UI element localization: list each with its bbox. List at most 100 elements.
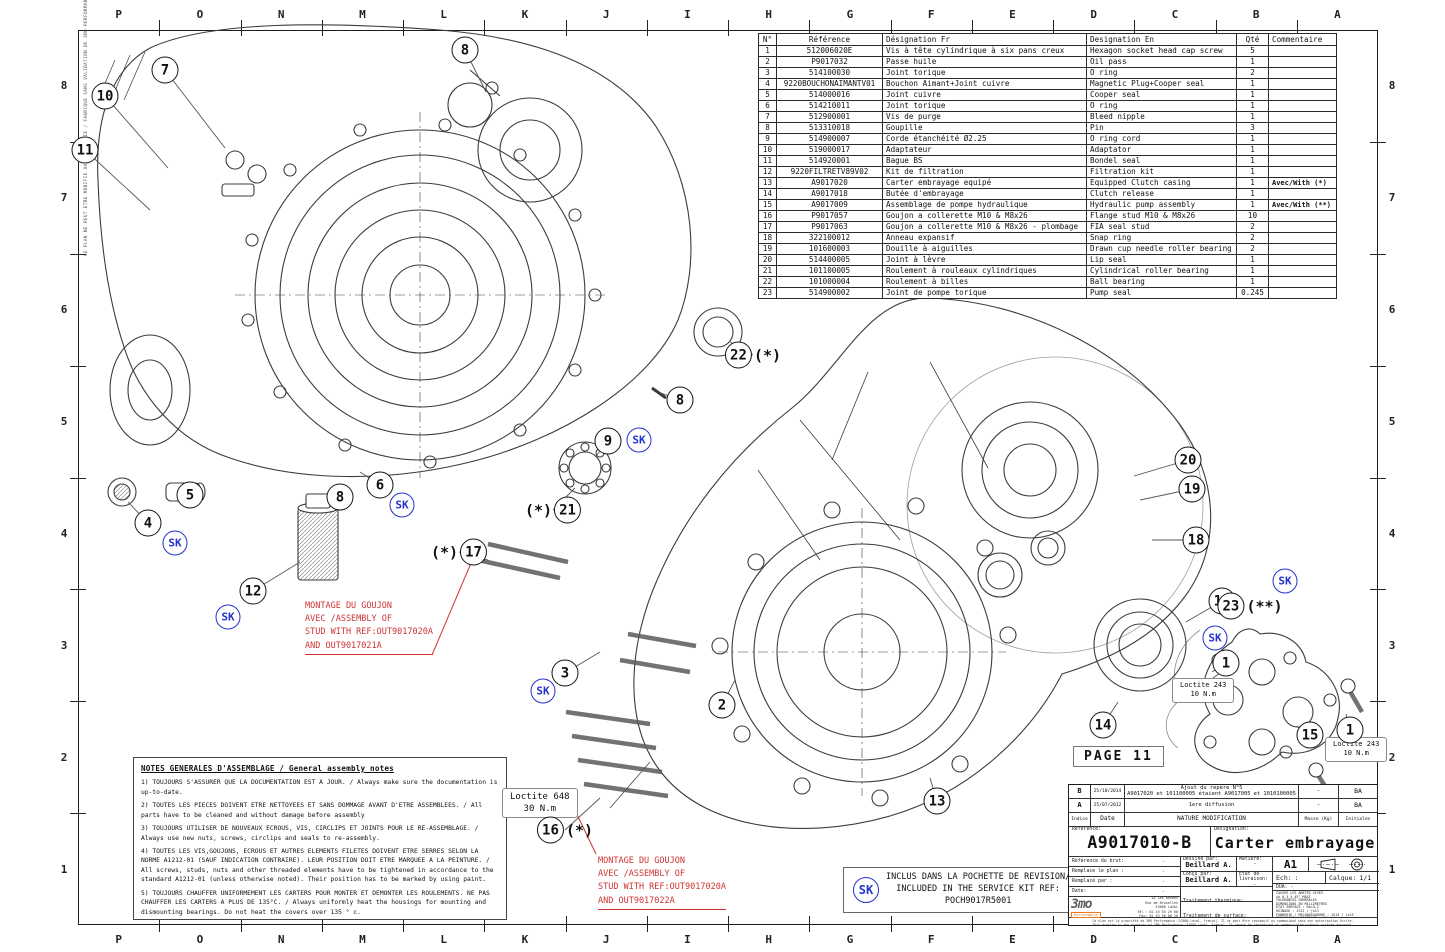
part-cell: Goujon a collerette M10 & M8x26 — [882, 210, 1087, 222]
frame-tick — [1370, 813, 1386, 815]
callout-balloon: 11 — [71, 136, 99, 164]
grid-column-label: K — [521, 7, 529, 21]
col-comment: Commentaire — [1268, 33, 1337, 46]
part-cell — [1268, 166, 1337, 178]
callout-balloon: 1 — [1212, 649, 1240, 677]
part-cell — [1268, 232, 1337, 244]
callout-balloon: 12 — [239, 577, 267, 605]
callout-balloon: 17 — [460, 538, 488, 566]
address-line: 53000 LAVAL — [1155, 905, 1178, 910]
callout: 15 — [1296, 721, 1324, 749]
red-annotation-line: MONTAGE DU GOUJON — [598, 856, 685, 866]
loctite-line: Loctite 243 — [1333, 740, 1380, 748]
sk-marker: SK — [389, 492, 415, 518]
part-cell: 13 — [758, 177, 777, 189]
red-annotation-line: AVEC /ASSEMBLY OF — [598, 869, 685, 880]
part-cell — [1268, 133, 1337, 145]
part-cell — [1268, 67, 1337, 79]
part-cell: 19 — [758, 243, 777, 255]
part-cell: 1 — [1236, 56, 1269, 68]
grid-row-label: 6 — [60, 303, 68, 317]
part-cell: Anneau expansif — [882, 232, 1087, 244]
sk-legend-text: INCLUS DANS LA POCHETTE DE REVISION/ INC… — [886, 872, 1071, 906]
callout-balloon: 6 — [366, 471, 394, 499]
part-cell: 22 — [758, 276, 777, 288]
fine-print-line: This drawing is the property of 3MO Perf… — [1092, 923, 1354, 926]
sk-marker: SK — [215, 604, 241, 630]
frame-tick — [646, 20, 648, 36]
part-cell — [1268, 221, 1337, 233]
part-cell: Butée d'embrayage — [882, 188, 1087, 200]
callout: 11 — [71, 136, 99, 164]
callout-balloon: 8 — [666, 386, 694, 414]
fine-print: Ce plan est la propriété de 3MO Performa… — [1068, 917, 1378, 926]
grid-column-label: A — [1334, 933, 1341, 946]
sk-marker: SK — [530, 678, 556, 704]
part-cell: Oil pass — [1086, 56, 1237, 68]
drawing-number: A9017010-B — [1087, 833, 1192, 852]
part-cell: 20 — [758, 254, 777, 266]
callout-suffix: (**) — [1246, 597, 1283, 615]
part-cell — [1268, 276, 1337, 288]
grid-column-label: K — [521, 933, 529, 946]
callout-balloon: 5 — [176, 481, 204, 509]
part-cell: Assemblage de pompe hydraulique — [882, 199, 1087, 211]
tolerance-line: DIMENSIONS EN MILLIMETRES — [1276, 901, 1328, 906]
notes-list: 1) TOUJOURS S'ASSURER QUE LA DOCUMENTATI… — [141, 778, 499, 919]
callout: 9 — [594, 427, 622, 455]
part-cell: Drawn cup needle roller bearing — [1086, 243, 1237, 255]
part-cell: 1 — [1236, 177, 1269, 189]
grid-column-label: B — [1252, 7, 1260, 21]
part-cell: 2 — [1236, 232, 1269, 244]
frame-tick — [646, 916, 648, 932]
callout: 18 — [1182, 526, 1210, 554]
grid-column-label: F — [927, 933, 935, 946]
part-cell: 514210011 — [776, 100, 883, 112]
part-cell: 18 — [758, 232, 777, 244]
part-cell: 3 — [758, 67, 777, 79]
part-cell — [1268, 210, 1337, 222]
frame-tick — [240, 916, 242, 932]
grid-column-label: D — [1090, 7, 1097, 21]
grid-column-label: L — [440, 7, 447, 21]
part-cell: 0.245 — [1236, 287, 1269, 299]
loctite-line: Loctite 648 — [510, 792, 570, 802]
part-cell: Pump seal — [1086, 287, 1237, 299]
grid-column-label: E — [1009, 933, 1016, 946]
part-cell: 1 — [1236, 166, 1269, 178]
grid-column-label: I — [684, 933, 691, 946]
sk-marker: SK — [1202, 625, 1228, 651]
callout-balloon: 22 — [724, 341, 752, 369]
callout: (*)21 — [525, 496, 582, 524]
part-cell: Goupille — [882, 122, 1087, 134]
part-cell: 1 — [1236, 188, 1269, 200]
callout: 2 — [708, 691, 736, 719]
callout: 22(*) — [724, 341, 781, 369]
frame-tick — [1370, 141, 1386, 143]
callout-balloon: 23 — [1217, 592, 1245, 620]
callout: 13 — [923, 787, 951, 815]
callout-balloon: 8 — [326, 483, 354, 511]
part-cell: 9220BOUCHONAIMANTV01 — [776, 78, 883, 90]
part-cell: 5 — [758, 89, 777, 101]
part-cell: 322100012 — [776, 232, 883, 244]
callout-balloon: 16 — [536, 816, 564, 844]
part-cell: 15 — [758, 199, 777, 211]
part-cell: Lip seal — [1086, 254, 1237, 266]
part-cell: Joint torique — [882, 67, 1087, 79]
frame-tick — [1370, 365, 1386, 367]
sk-icon: SK — [853, 876, 879, 903]
drawn-by: Beillard A. — [1185, 861, 1232, 870]
col-number: N° — [758, 33, 777, 46]
callout: 10 — [91, 82, 119, 110]
callout-balloon: 4 — [134, 509, 162, 537]
part-cell: 21 — [758, 265, 777, 277]
part-cell: Cylindrical roller bearing — [1086, 265, 1237, 277]
